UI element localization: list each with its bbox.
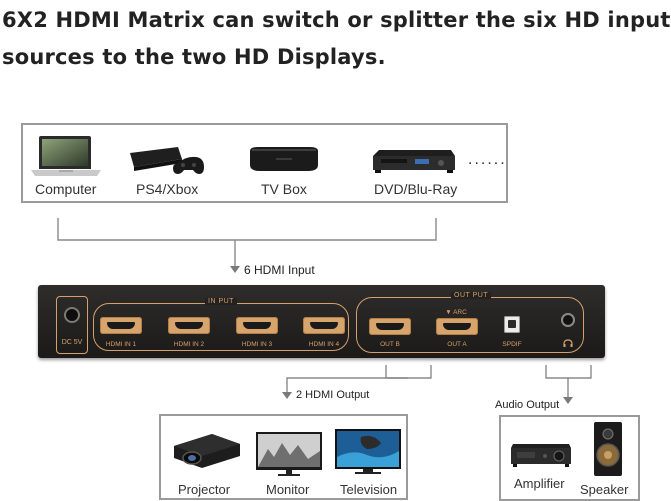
output-panel-title: OUT PUT bbox=[451, 292, 492, 299]
monitor-icon bbox=[256, 432, 322, 476]
hdmi-in-4-port bbox=[303, 317, 345, 334]
hdmi-in-2-label: HDMI IN 2 bbox=[173, 341, 205, 348]
hdmi-out-b-port bbox=[369, 318, 411, 335]
audio-label-speaker: Speaker bbox=[580, 482, 629, 497]
output-caption: 2 HDMI Output bbox=[296, 389, 370, 401]
source-label-dvd-blu-ray: DVD/Blu-Ray bbox=[374, 181, 458, 197]
television-icon bbox=[335, 429, 401, 474]
headline-line-2: sources to the two HD Displays. bbox=[2, 45, 386, 69]
dc-power-jack bbox=[64, 307, 80, 323]
laptop-icon bbox=[31, 136, 101, 176]
dc-label: DC 5V bbox=[61, 339, 83, 346]
headline-line-1: 6X2 HDMI Matrix can switch or splitter t… bbox=[2, 8, 671, 32]
out-b-label: OUT B bbox=[380, 341, 400, 348]
input-caption: 6 HDMI Input bbox=[244, 263, 315, 277]
headphone-jack bbox=[561, 313, 575, 327]
hdmi-in-4-label: HDMI IN 4 bbox=[308, 341, 340, 348]
projector-icon bbox=[174, 434, 240, 468]
headline: 6X2 HDMI Matrix can switch or splitter t… bbox=[2, 2, 671, 76]
hdmi-in-1-port bbox=[100, 317, 142, 334]
input-panel-title: IN PUT bbox=[205, 298, 237, 305]
hdmi-in-1-label: HDMI IN 1 bbox=[105, 341, 137, 348]
audio-caption: Audio Output bbox=[495, 399, 560, 411]
amplifier-icon bbox=[511, 444, 571, 467]
hdmi-out-a-port bbox=[436, 318, 478, 335]
spdif-label: SPDIF bbox=[502, 341, 522, 348]
game-console-icon bbox=[130, 147, 204, 174]
source-label-ps4-xbox: PS4/Xbox bbox=[136, 181, 199, 197]
source-label-computer: Computer bbox=[35, 181, 97, 197]
spdif-port bbox=[504, 316, 520, 333]
source-label-tv-box: TV Box bbox=[261, 181, 307, 197]
dvd-player-icon bbox=[373, 150, 455, 173]
headphone-icon bbox=[563, 339, 573, 347]
audio-label-amplifier: Amplifier bbox=[514, 476, 565, 491]
connector-lines bbox=[57, 218, 592, 404]
out-a-label: OUT A bbox=[447, 341, 467, 348]
hdmi-in-3-port bbox=[236, 317, 278, 334]
display-label-projector: Projector bbox=[178, 482, 231, 497]
tv-box-icon bbox=[250, 147, 318, 171]
dc-power-panel bbox=[56, 296, 88, 354]
hdmi-in-3-label: HDMI IN 3 bbox=[241, 341, 273, 348]
display-label-television: Television bbox=[340, 482, 398, 497]
display-label-monitor: Monitor bbox=[266, 482, 310, 497]
more-sources-ellipsis: ...... bbox=[468, 151, 507, 168]
speaker-icon bbox=[594, 422, 622, 476]
hdmi-in-2-port bbox=[168, 317, 210, 334]
arc-label: ▼ ARC bbox=[445, 309, 467, 316]
